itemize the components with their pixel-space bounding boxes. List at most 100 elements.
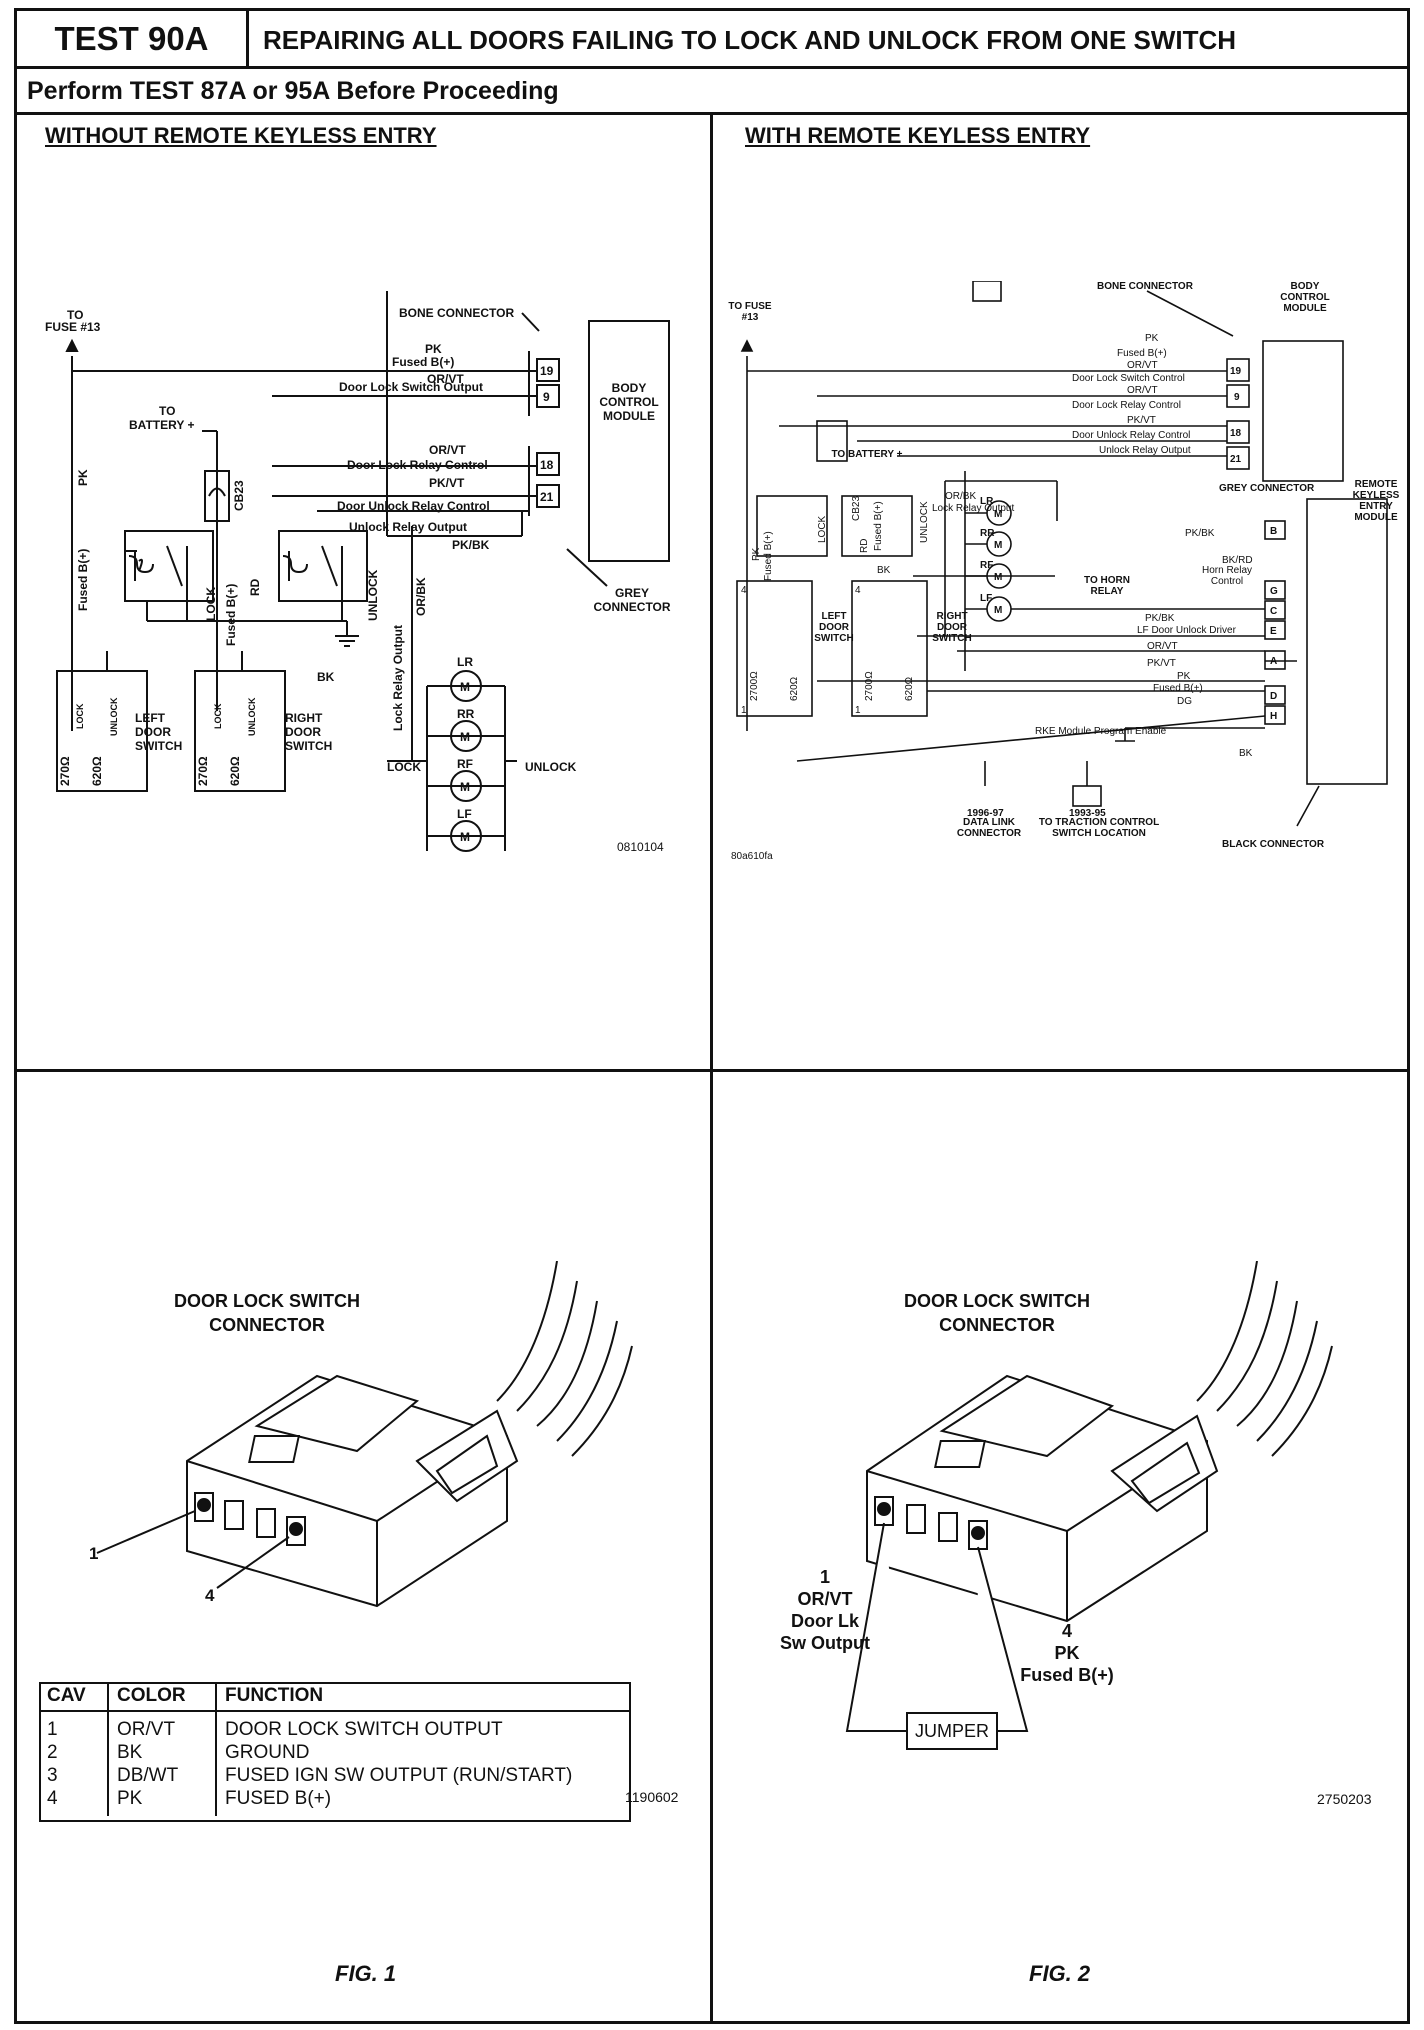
right-motor-lr: M xyxy=(994,509,1002,520)
right-orvt-label: OR/VT xyxy=(1127,360,1158,371)
fig2-connector-title: DOOR LOCK SWITCH CONNECTOR xyxy=(897,1289,1097,1337)
right-horn-relay-control: Horn Relay Control xyxy=(1201,565,1253,587)
left-pin-21: 21 xyxy=(540,490,554,504)
left-battery-label: BATTERY + xyxy=(129,418,194,432)
right-pin-a: A xyxy=(1270,656,1277,667)
table-row: 4 PK FUSED B(+) xyxy=(39,1787,631,1816)
right-fused-vertical: Fused B(+) xyxy=(763,531,774,581)
cell-function: DOOR LOCK SWITCH OUTPUT xyxy=(215,1711,631,1741)
cell-function: GROUND xyxy=(215,1741,631,1764)
fig2-jumper-label: JUMPER xyxy=(915,1721,989,1741)
left-lock-relay-output-label: Lock Relay Output xyxy=(391,625,405,731)
left-door-lock-switch-output-label: Door Lock Switch Output xyxy=(339,380,483,394)
page-frame: TEST 90A REPAIRING ALL DOORS FAILING TO … xyxy=(14,8,1410,2024)
left-motor-lf: M xyxy=(460,830,470,844)
prerequisite-note: Perform TEST 87A or 95A Before Proceedin… xyxy=(17,69,1407,115)
left-panel-title: WITHOUT REMOTE KEYLESS ENTRY xyxy=(45,123,437,148)
right-pin-e: E xyxy=(1270,626,1277,637)
cell-color: PK xyxy=(107,1787,216,1816)
left-relay-lock-label: LOCK xyxy=(204,587,218,621)
left-lock-relay-control-label: Door Lock Relay Control xyxy=(347,458,488,472)
right-battery-label: TO BATTERY + xyxy=(831,449,903,460)
left-motor-rr: M xyxy=(460,730,470,744)
left-motor-rr-label: RR xyxy=(457,707,475,721)
right-lock-relay-output: Lock Relay Output xyxy=(932,503,1014,514)
right-pin-b: B xyxy=(1270,526,1277,537)
cell-cav: 1 xyxy=(47,1719,58,1740)
left-fused-b-label: Fused B(+) xyxy=(392,355,454,369)
cell-function: FUSED B(+) xyxy=(215,1787,631,1816)
left-bone-connector-label: BONE CONNECTOR xyxy=(399,306,514,320)
fig2-pin1-color: OR/VT xyxy=(797,1589,852,1609)
right-bcm-label: BODY CONTROL MODULE xyxy=(1280,281,1330,314)
right-traction-label: TO TRACTION CONTROL SWITCH LOCATION xyxy=(1038,817,1160,839)
left-cb23-label: CB23 xyxy=(232,480,246,511)
fig1-callout-4: 4 xyxy=(205,1586,215,1605)
right-orvt2-label: OR/VT xyxy=(1127,385,1158,396)
right-rsw-620: 620Ω xyxy=(904,676,915,701)
right-fused-rd: Fused B(+) xyxy=(873,501,884,551)
right-lsw-2700: 2700Ω xyxy=(749,671,760,701)
left-pin-19: 19 xyxy=(540,364,554,378)
fig2-connector-illustration: 1 OR/VT Door Lk Sw Output 4 PK Fused B(+… xyxy=(780,1261,1333,1750)
right-pkvt-label: PK/VT xyxy=(1127,415,1156,426)
cell-cav: 3 xyxy=(47,1765,58,1786)
right-pin-d: D xyxy=(1270,691,1277,702)
cell-color: BK xyxy=(107,1741,216,1764)
fig1-label: FIG. 1 xyxy=(335,1961,397,1986)
left-pkbk-label: PK/BK xyxy=(452,538,490,552)
right-relay-unlock: UNLOCK xyxy=(919,501,930,543)
left-fuse-label: FUSE #13 xyxy=(45,320,101,334)
table-row: 1 OR/VT DOOR LOCK SWITCH OUTPUT xyxy=(39,1711,631,1741)
cell-cav: 4 xyxy=(47,1788,58,1809)
right-rd-label: RD xyxy=(859,539,870,553)
left-pin-18: 18 xyxy=(540,458,554,472)
header: TEST 90A REPAIRING ALL DOORS FAILING TO … xyxy=(17,11,1407,69)
right-fuse-label: TO FUSE #13 xyxy=(728,301,772,323)
col-color: COLOR xyxy=(107,1682,216,1712)
left-lock-bus-label: LOCK xyxy=(387,760,421,774)
left-pin-9: 9 xyxy=(543,390,550,404)
left-motor-lf-label: LF xyxy=(457,807,472,821)
left-pk-label: PK xyxy=(425,342,442,356)
right-bkrd-label: BK/RD xyxy=(1222,555,1253,566)
right-rsw-2700: 2700Ω xyxy=(864,671,875,701)
right-motor-rf: M xyxy=(994,572,1002,583)
left-sw-620: 620Ω xyxy=(90,756,104,786)
right-bk-ground: BK xyxy=(1239,748,1253,759)
right-left-door-switch: LEFT DOOR SWITCH xyxy=(814,611,854,644)
right-motor-rr-label: RR xyxy=(980,528,995,539)
right-program-enable: RKE Module Program Enable xyxy=(1035,726,1167,737)
page-title: REPAIRING ALL DOORS FAILING TO LOCK AND … xyxy=(263,25,1237,55)
right-sw-lock: LOCK xyxy=(213,703,223,729)
fig2-label: FIG. 2 xyxy=(1029,1961,1091,1986)
right-bone-connector-label: BONE CONNECTOR xyxy=(1097,281,1194,292)
table-row: 3 DB/WT FUSED IGN SW OUTPUT (RUN/START) xyxy=(39,1764,631,1787)
right-lsw-620: 620Ω xyxy=(789,676,800,701)
right-bk-label: BK xyxy=(877,565,891,576)
fig2-pin4-color: PK xyxy=(1054,1643,1079,1663)
fig1-title-line1: DOOR LOCK SWITCH xyxy=(174,1291,360,1311)
left-motor-rf-label: RF xyxy=(457,757,473,771)
right-lsw-pin4: 4 xyxy=(741,585,747,596)
right-door-switch-label: RIGHT DOOR SWITCH xyxy=(285,711,333,753)
fig2-pin4-num: 4 xyxy=(1062,1621,1072,1641)
left-sw-270: 270Ω xyxy=(58,756,72,786)
left-pk-vertical: PK xyxy=(76,469,90,486)
right-relay-lock: LOCK xyxy=(817,515,828,543)
right-pin-19: 19 xyxy=(1230,366,1242,377)
fig2-title-line2: CONNECTOR xyxy=(939,1315,1055,1335)
right-pkbk2-label: PK/BK xyxy=(1145,613,1175,624)
left-pkvt-label: PK/VT xyxy=(429,476,465,490)
right-right-door-switch: RIGHT DOOR SWITCH xyxy=(932,611,972,644)
row-divider xyxy=(17,1069,1407,1072)
fig1-title-line2: CONNECTOR xyxy=(209,1315,325,1335)
right-pk2-label: PK xyxy=(1177,671,1191,682)
fig2-code: 2750203 xyxy=(1317,1791,1372,1807)
right-orbk-label: OR/BK xyxy=(945,491,976,502)
right-rke-label: REMOTE KEYLESS ENTRY MODULE xyxy=(1352,479,1400,523)
left-bcm-label: BODY CONTROL MODULE xyxy=(599,381,659,423)
fig1-connector-title: DOOR LOCK SWITCH CONNECTOR xyxy=(167,1289,367,1337)
right-door-unlock-relay-control: Door Unlock Relay Control xyxy=(1072,430,1190,441)
left-door-switch-label: LEFT DOOR SWITCH xyxy=(135,711,183,753)
